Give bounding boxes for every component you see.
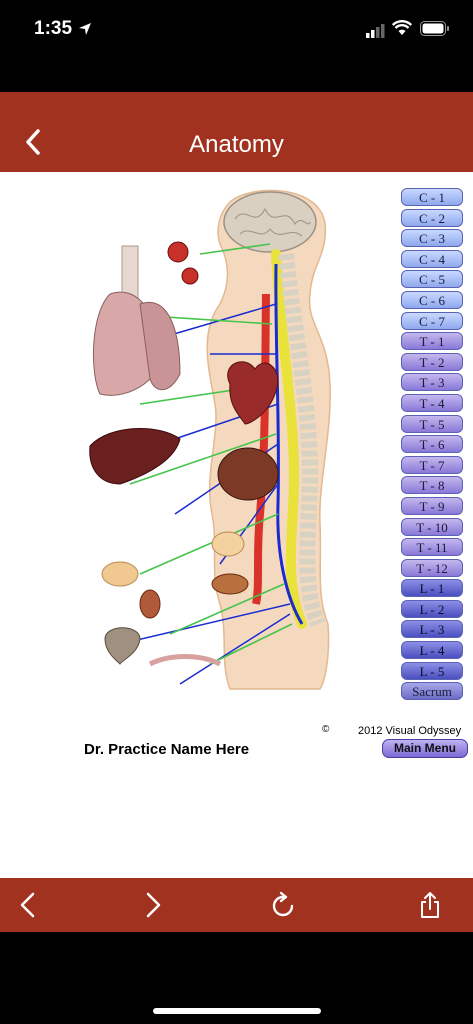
segment-l3-button[interactable]: L - 3 [401, 620, 463, 639]
segment-c2-button[interactable]: C - 2 [401, 208, 463, 227]
segment-t10-button[interactable]: T - 10 [401, 517, 463, 536]
segment-c5-button[interactable]: C - 5 [401, 270, 463, 289]
forward-arrow-icon[interactable] [138, 890, 168, 920]
segment-t1-button[interactable]: T - 1 [401, 332, 463, 351]
anatomy-content: C - 1 C - 2 C - 3 C - 4 C - 5 C - 6 C - … [0, 172, 473, 878]
segment-l5-button[interactable]: L - 5 [401, 661, 463, 680]
segment-t6-button[interactable]: T - 6 [401, 435, 463, 454]
segment-c1-button[interactable]: C - 1 [401, 188, 463, 206]
segment-l1-button[interactable]: L - 1 [401, 579, 463, 598]
segment-t3-button[interactable]: T - 3 [401, 373, 463, 392]
segment-t12-button[interactable]: T - 12 [401, 558, 463, 577]
copyright-symbol: © [322, 724, 330, 735]
segment-t4-button[interactable]: T - 4 [401, 393, 463, 412]
navigation-bar: Anatomy [0, 92, 473, 172]
segment-t8-button[interactable]: T - 8 [401, 476, 463, 495]
segment-t11-button[interactable]: T - 11 [401, 538, 463, 557]
share-icon[interactable] [415, 890, 445, 920]
main-menu-button[interactable]: Main Menu [382, 739, 468, 758]
segment-t2-button[interactable]: T - 2 [401, 352, 463, 371]
spinal-segment-list: C - 1 C - 2 C - 3 C - 4 C - 5 C - 6 C - … [401, 188, 463, 703]
segment-sacrum-button[interactable]: Sacrum [401, 682, 463, 701]
segment-t5-button[interactable]: T - 5 [401, 414, 463, 433]
back-arrow-icon[interactable] [13, 890, 43, 920]
segment-c4-button[interactable]: C - 4 [401, 249, 463, 268]
practice-name: Dr. Practice Name Here [84, 741, 250, 758]
segment-l2-button[interactable]: L - 2 [401, 599, 463, 618]
reload-icon[interactable] [268, 890, 298, 920]
bottom-toolbar [0, 878, 473, 932]
location-arrow-icon [79, 23, 91, 35]
status-bar: 1:35 [0, 0, 473, 92]
home-indicator [153, 1008, 321, 1014]
back-chevron-icon[interactable] [20, 128, 48, 156]
segment-t9-button[interactable]: T - 9 [401, 496, 463, 515]
wifi-icon [392, 20, 412, 35]
page-title: Anatomy [189, 131, 284, 158]
battery-icon [420, 21, 449, 36]
cellular-signal-icon [366, 24, 385, 38]
segment-l4-button[interactable]: L - 4 [401, 641, 463, 660]
nervous-system-illustration [89, 189, 331, 690]
segment-c3-button[interactable]: C - 3 [401, 229, 463, 248]
segment-c6-button[interactable]: C - 6 [401, 290, 463, 309]
company-credit: 2012 Visual Odyssey [358, 725, 462, 737]
segment-c7-button[interactable]: C - 7 [401, 311, 463, 330]
status-time: 1:35 [34, 18, 73, 39]
segment-t7-button[interactable]: T - 7 [401, 455, 463, 474]
